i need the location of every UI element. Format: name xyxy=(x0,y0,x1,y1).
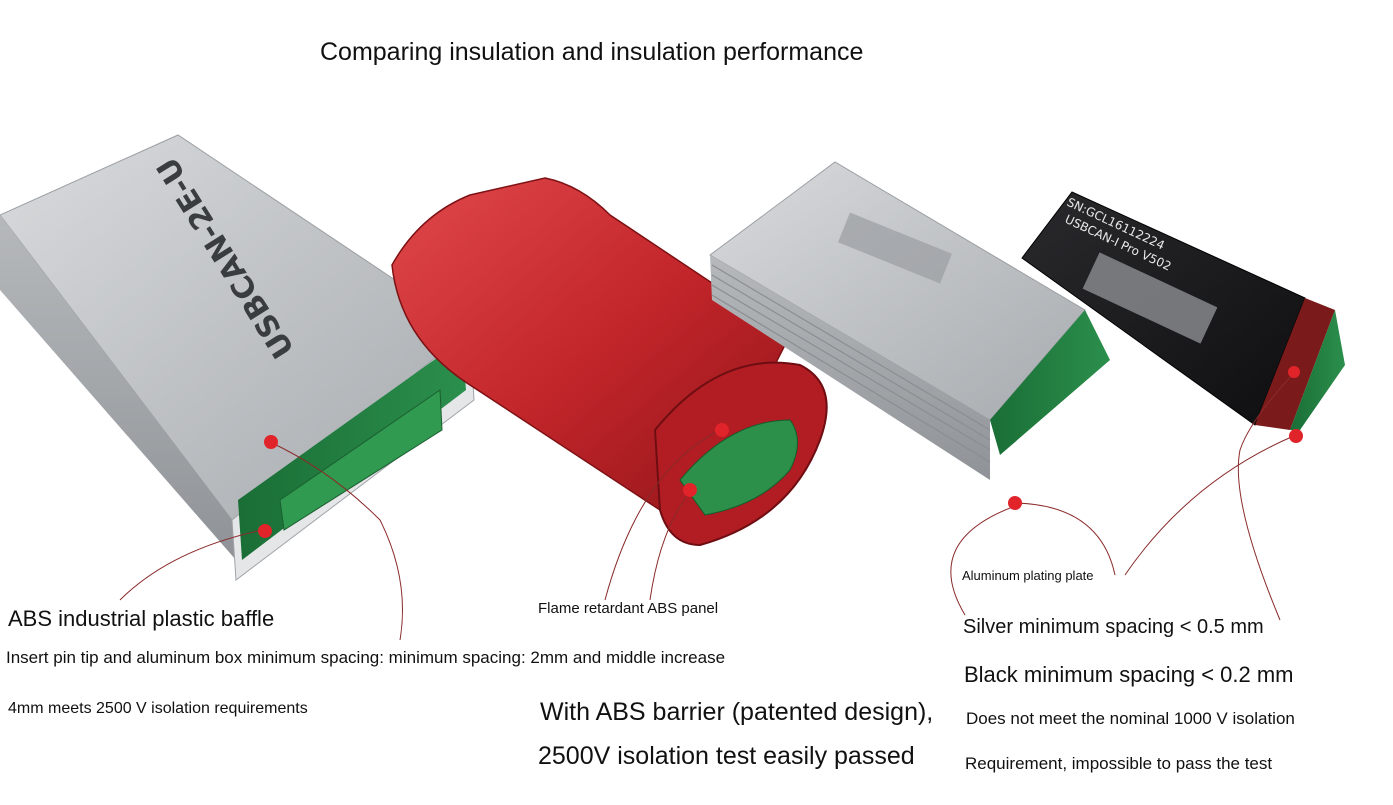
marker-dot xyxy=(683,483,697,497)
marker-dot xyxy=(258,524,272,538)
marker-dot xyxy=(1288,366,1300,378)
red-device xyxy=(391,177,828,547)
silver-device-right xyxy=(709,161,1110,480)
marker-dot xyxy=(264,435,278,449)
isolation-requirement-note: 4mm meets 2500 V isolation requirements xyxy=(8,700,308,717)
marker-dot xyxy=(1289,429,1303,443)
isolation-test-note: 2500V isolation test easily passed xyxy=(538,742,915,770)
impossible-test-note: Requirement, impossible to pass the test xyxy=(965,754,1273,773)
leader-lines xyxy=(119,371,1297,641)
abs-baffle-note: ABS industrial plastic baffle xyxy=(8,606,275,631)
pin-spacing-note: Insert pin tip and aluminum box minimum … xyxy=(6,648,726,667)
not-meet-note: Does not meet the nominal 1000 V isolati… xyxy=(966,709,1295,728)
flame-retardant-note: Flame retardant ABS panel xyxy=(538,600,719,617)
marker-dot xyxy=(1008,496,1022,510)
callout-markers xyxy=(258,366,1303,538)
page-title: Comparing insulation and insulation perf… xyxy=(320,38,864,66)
black-spacing-note: Black minimum spacing < 0.2 mm xyxy=(964,662,1294,687)
silver-spacing-note: Silver minimum spacing < 0.5 mm xyxy=(963,616,1264,638)
silver-device-left: USBCAN-2E-U xyxy=(0,134,475,581)
aluminum-plating-note: Aluminum plating plate xyxy=(962,568,1094,583)
abs-barrier-note: With ABS barrier (patented design), xyxy=(540,698,934,726)
marker-dot xyxy=(715,423,729,437)
